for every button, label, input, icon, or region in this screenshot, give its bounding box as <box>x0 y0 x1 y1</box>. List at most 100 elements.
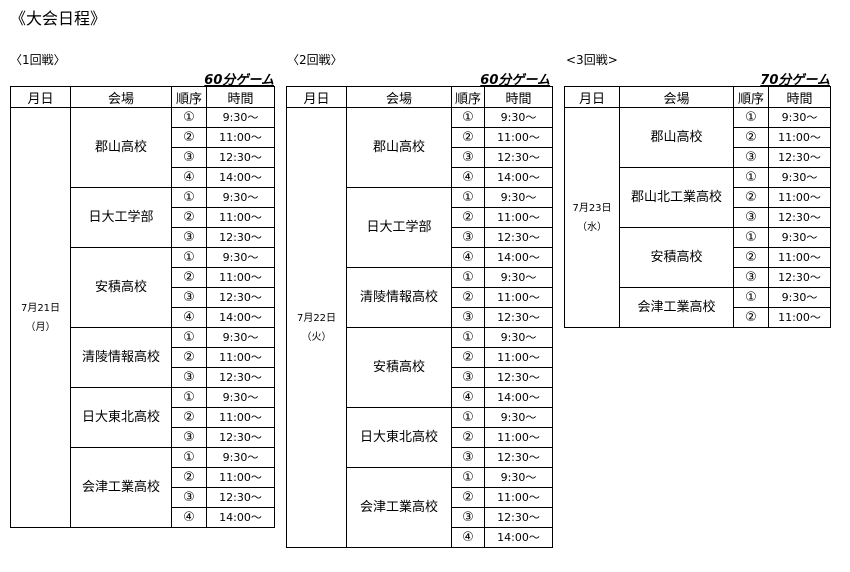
date-cell: 7月21日（月） <box>10 107 71 528</box>
time-cell: 9:30〜 <box>484 267 553 288</box>
round-label: 〈1回戦〉 <box>10 53 66 67</box>
time-cell: 12:30〜 <box>768 207 831 228</box>
time-cell: 14:00〜 <box>206 307 275 328</box>
order-cell: ① <box>451 107 485 128</box>
order-cell: ③ <box>171 147 207 168</box>
time-cell: 11:00〜 <box>206 207 275 228</box>
time-cell: 14:00〜 <box>484 387 553 408</box>
time-cell: 9:30〜 <box>484 327 553 348</box>
time-cell: 9:30〜 <box>206 447 275 468</box>
order-cell: ④ <box>171 507 207 528</box>
order-cell: ④ <box>451 387 485 408</box>
order-cell: ③ <box>171 427 207 448</box>
time-cell: 11:00〜 <box>484 207 553 228</box>
venue-cell: 郡山高校 <box>619 107 734 168</box>
time-cell: 9:30〜 <box>206 107 275 128</box>
order-cell: ① <box>451 327 485 348</box>
header-order: 順序 <box>171 86 207 108</box>
time-cell: 11:00〜 <box>768 247 831 268</box>
order-cell: ② <box>451 347 485 368</box>
time-cell: 9:30〜 <box>768 107 831 128</box>
time-cell: 11:00〜 <box>768 187 831 208</box>
order-cell: ③ <box>451 147 485 168</box>
venue-cell: 会津工業高校 <box>619 287 734 328</box>
order-cell: ② <box>733 187 769 208</box>
time-cell: 12:30〜 <box>768 267 831 288</box>
time-cell: 12:30〜 <box>484 367 553 388</box>
time-cell: 9:30〜 <box>768 287 831 308</box>
time-cell: 12:30〜 <box>206 147 275 168</box>
order-cell: ② <box>171 207 207 228</box>
time-cell: 11:00〜 <box>484 347 553 368</box>
time-cell: 12:30〜 <box>484 307 553 328</box>
time-cell: 9:30〜 <box>206 247 275 268</box>
order-cell: ④ <box>171 307 207 328</box>
page-title: 《大会日程》 <box>10 9 107 28</box>
game-length-label: 70分ゲーム <box>760 73 830 88</box>
header-venue: 会場 <box>346 86 452 108</box>
date-line: 7月23日 <box>572 202 612 214</box>
header-date: 月日 <box>10 86 71 108</box>
game-length-label: 60分ゲーム <box>480 73 550 88</box>
round-label: 〈2回戦〉 <box>287 53 343 67</box>
order-cell: ③ <box>733 267 769 288</box>
time-cell: 11:00〜 <box>206 127 275 148</box>
order-cell: ① <box>451 187 485 208</box>
time-cell: 14:00〜 <box>206 507 275 528</box>
order-cell: ③ <box>451 227 485 248</box>
order-cell: ② <box>733 307 769 328</box>
order-cell: ④ <box>451 527 485 548</box>
venue-cell: 郡山高校 <box>70 107 172 188</box>
order-cell: ② <box>451 207 485 228</box>
order-cell: ③ <box>451 367 485 388</box>
order-cell: ② <box>171 127 207 148</box>
time-cell: 11:00〜 <box>206 467 275 488</box>
header-row: 月日会場順序時間 <box>10 86 275 108</box>
venue-cell: 郡山高校 <box>346 107 452 188</box>
time-cell: 12:30〜 <box>206 287 275 308</box>
order-cell: ② <box>451 487 485 508</box>
venue-cell: 日大工学部 <box>346 187 452 268</box>
time-cell: 11:00〜 <box>768 307 831 328</box>
venue-cell: 清陵情報高校 <box>346 267 452 328</box>
time-cell: 12:30〜 <box>206 367 275 388</box>
order-cell: ③ <box>171 487 207 508</box>
order-cell: ① <box>733 287 769 308</box>
time-cell: 11:00〜 <box>484 487 553 508</box>
order-cell: ① <box>733 227 769 248</box>
time-cell: 12:30〜 <box>484 507 553 528</box>
header-time: 時間 <box>206 86 275 108</box>
order-cell: ③ <box>451 507 485 528</box>
order-cell: ③ <box>171 367 207 388</box>
venue-cell: 郡山北工業高校 <box>619 167 734 228</box>
order-cell: ③ <box>171 227 207 248</box>
order-cell: ① <box>451 467 485 488</box>
order-cell: ② <box>171 347 207 368</box>
order-cell: ① <box>171 327 207 348</box>
venue-cell: 安積高校 <box>619 227 734 288</box>
order-cell: ② <box>733 127 769 148</box>
time-cell: 9:30〜 <box>206 387 275 408</box>
header-time: 時間 <box>768 86 831 108</box>
header-time: 時間 <box>484 86 553 108</box>
time-cell: 9:30〜 <box>484 407 553 428</box>
